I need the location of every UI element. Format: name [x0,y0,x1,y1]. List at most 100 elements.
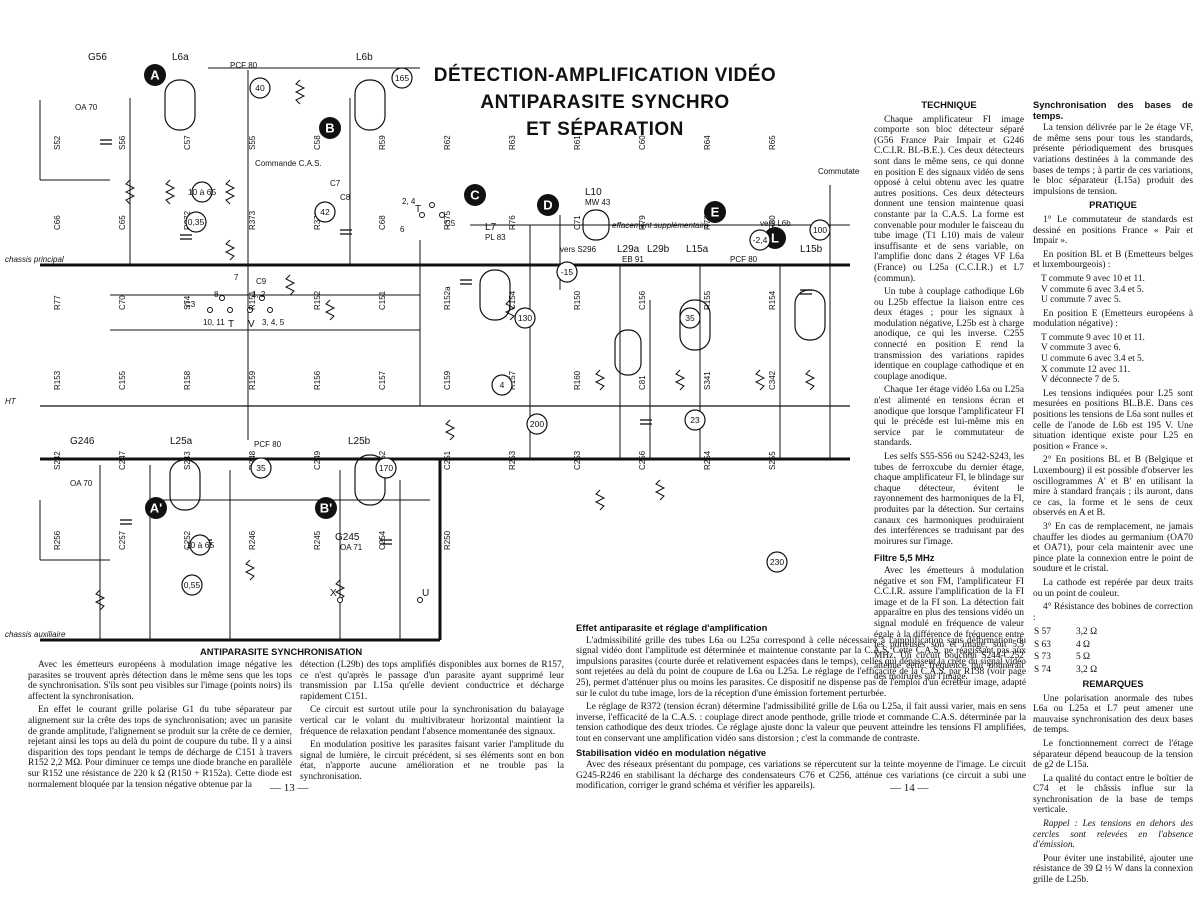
label-chassis-auxiliaire: chassis auxiliaire [5,630,66,639]
technique-para-4: Les selfs S55-S56 ou S242-S243, les tube… [874,452,1024,547]
component-label: R254 [703,450,712,470]
label-pcf80-2: PCF 80 [730,255,758,264]
svg-text:D: D [543,198,552,213]
label-tube-l29b: L29b [647,244,670,255]
component-label: S255 [768,451,777,470]
label-effacement: effacement supplémentaire [612,221,709,230]
label-switch-t: T [415,204,421,215]
label-eb91: EB 91 [622,255,644,264]
component-label: S52 [53,135,62,150]
label-tube-l10: L10 [585,187,602,198]
label-tube-l29a: L29a [617,244,640,255]
component-label: R151 [248,290,257,310]
marker-c: C [464,184,486,206]
label-chassis-principal: chassis principal [5,255,64,264]
component-label: C157 [378,370,387,390]
label-switch-t2: T [228,319,234,330]
svg-text:A': A' [150,501,162,516]
component-label: R246 [248,530,257,550]
label-c7: C7 [330,179,341,188]
component-label: R152a [443,286,452,310]
svg-text:E: E [711,205,720,220]
component-label: R79 [638,215,647,230]
component-label: R153 [53,370,62,390]
marker-a2: A' [145,497,167,519]
label-commande-cas: Commande C.A.S. [255,159,322,168]
component-label: R248 [248,450,257,470]
remarque-4: Pour éviter une instabilité, ajouter une… [1033,853,1193,886]
voltage-circle: 10 à 65 [186,534,214,556]
component-label: C342 [768,370,777,390]
label-oa70-top: OA 70 [75,103,98,112]
component-label: S74 [183,295,192,310]
voltage-circle: 0,35 [185,211,207,233]
filtre-para: Avec les émetteurs à modulation négative… [874,565,1024,682]
label-vers-l6b: vers L6b [760,219,791,228]
label-tube-l25a: L25a [170,436,193,447]
svg-text:-2,4: -2,4 [753,235,768,245]
antiparasite-col-1: Avec les émetteurs européens à modulatio… [28,660,292,793]
svg-text:4: 4 [500,380,505,390]
component-label: S243 [183,451,192,470]
label-tube-l15b: L15b [800,244,823,255]
component-label: S55 [248,135,257,150]
voltage-circle: 0,55 [181,574,203,596]
page-title: DÉTECTION-AMPLIFICATION VIDÉO ANTIPARASI… [405,62,805,143]
sync-heading: Synchronisation des bases de temps. [1033,99,1193,121]
technique-para-1: Chaque amplificateur FI image comporte s… [874,114,1024,284]
technique-column: TECHNIQUE Chaque amplificateur FI image … [874,97,1024,685]
component-label: R253 [508,450,517,470]
component-label: R158 [183,370,192,390]
component-label: C257 [118,530,127,550]
voltage-circle: 130 [514,307,536,329]
label-switch-v: V [248,319,255,330]
list-e: T commute 9 avec 10 et 11. V commute 3 a… [1041,333,1193,386]
voltage-circle: 165 [391,67,413,89]
label-c8: C8 [340,193,351,202]
marker-b2: B' [315,497,337,519]
component-label: R155 [703,290,712,310]
label-vers-s296: vers S296 [560,245,597,254]
voltage-circle: 35 [679,307,701,329]
list-item: U commute 6 avec 3.4 et 5. [1041,354,1145,365]
svg-text:100: 100 [813,225,827,235]
label-pos-7: 7 [234,273,239,282]
page-number-13: — 13 — [270,782,309,794]
label-pos-2-4: 2, 4 [402,197,416,206]
component-label: R159 [248,370,257,390]
rappel-note: Rappel : Les tensions en dehors des cerc… [1033,819,1193,851]
component-label: R63 [508,135,517,150]
label-pos-1-2: 1, 2 [252,290,266,299]
voltage-circle: 230 [766,551,788,573]
component-label: R152 [313,290,322,310]
svg-text:10 à 65: 10 à 65 [188,187,217,197]
pratique-para-7: La cathode est repérée par deux traits o… [1033,577,1193,599]
sync-para: La tension délivrée par le 2e étage VF, … [1033,123,1193,197]
list-item: T commute 9 avec 10 et 11. [1041,332,1145,343]
antiparasite-para-4: Ce circuit est surtout utile pour la syn… [300,705,564,737]
title-line-1: DÉTECTION-AMPLIFICATION VIDÉO [433,65,777,86]
component-label: R157 [508,370,517,390]
antiparasite-para-1: Avec les émetteurs européens à modulatio… [28,660,292,702]
marker-b: B [319,117,341,139]
remarque-2: Le fonctionnement correct de l'étage sép… [1033,738,1193,771]
component-label: R156 [313,370,322,390]
label-g246: G246 [70,436,95,447]
technique-para-3: Chaque 1er étage vidéo L6a ou L25a n'est… [874,385,1024,449]
component-label: R371 [313,210,322,230]
svg-text:40: 40 [255,83,265,93]
component-label: C71 [573,215,582,230]
svg-text:0,55: 0,55 [184,580,201,590]
voltage-circle: 23 [684,409,706,431]
voltage-circle: 100 [809,219,831,241]
label-tube-l6a: L6a [172,52,189,63]
svg-text:A: A [150,68,160,83]
svg-text:B': B' [320,501,332,516]
svg-text:130: 130 [518,313,532,323]
pratique-para-8: 4° Résistance des bobines de correction … [1033,602,1193,623]
